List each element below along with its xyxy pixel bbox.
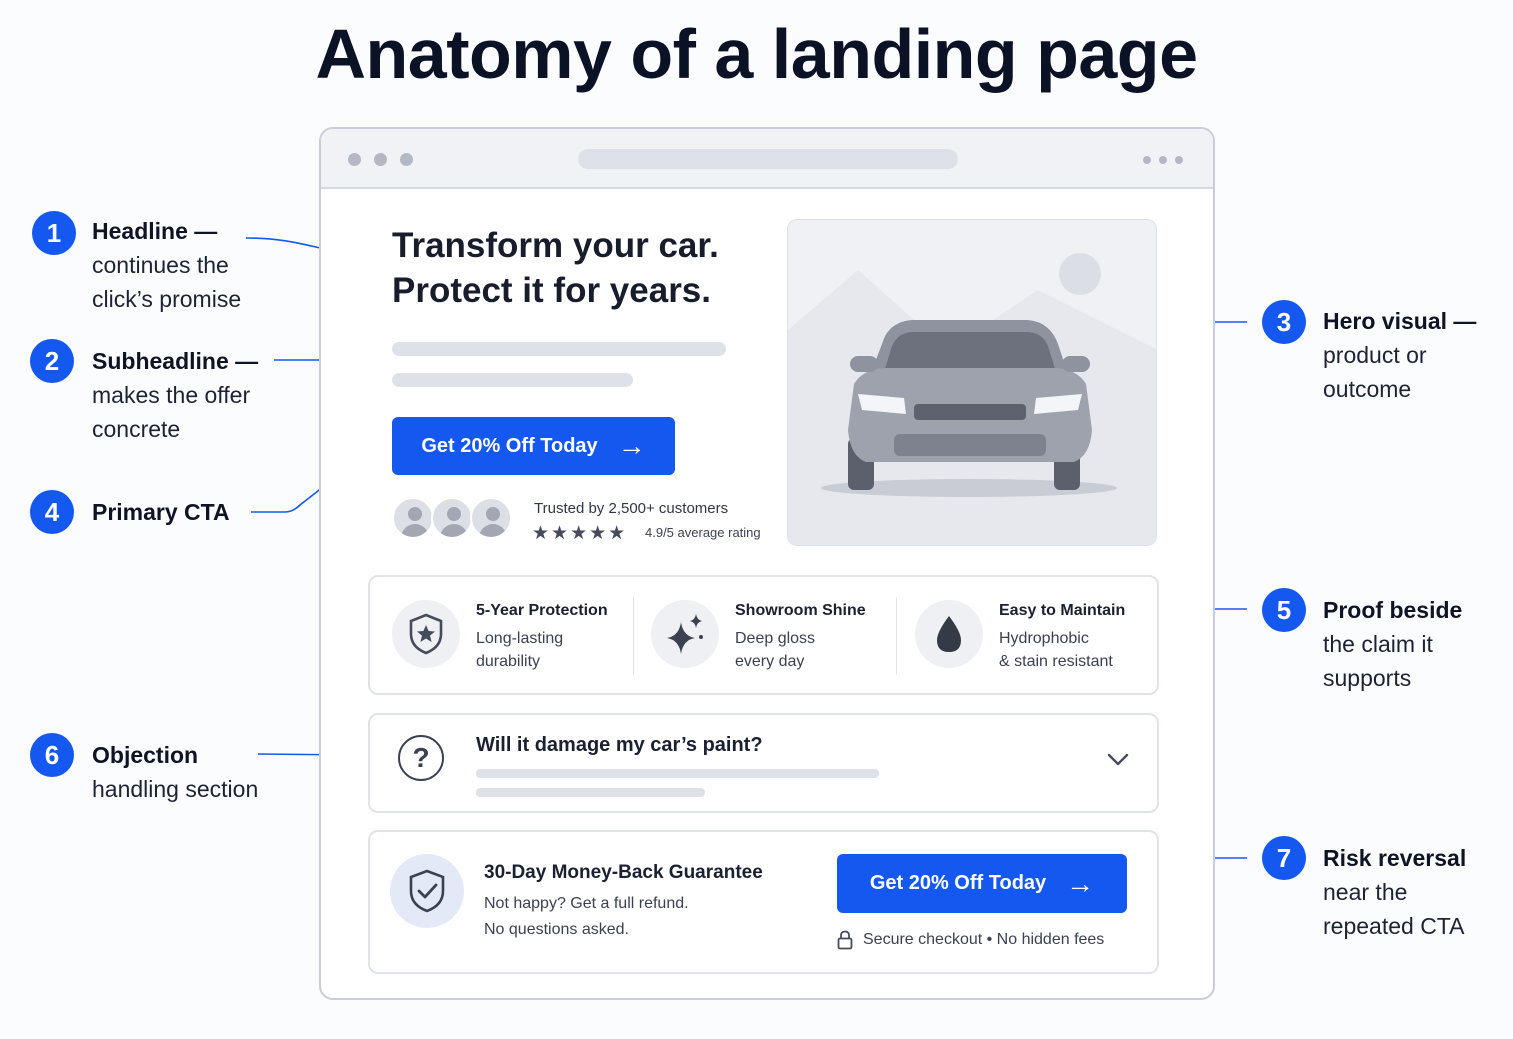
sparkle-icon xyxy=(651,600,719,668)
callout-number-7: 7 xyxy=(1262,836,1306,880)
question-icon: ? xyxy=(398,735,444,781)
arrow-right-icon: → xyxy=(617,430,646,461)
callout-headline: Headline — continues the click’s promise xyxy=(92,214,241,316)
avatar xyxy=(431,497,473,539)
divider xyxy=(633,597,634,675)
callout-desc: near the xyxy=(1323,879,1408,905)
lock-icon xyxy=(837,930,853,950)
window-control-dot[interactable] xyxy=(374,153,387,166)
guarantee-card: 30-Day Money-Back Guarantee Not happy? G… xyxy=(368,830,1159,974)
faq-card[interactable]: ? Will it damage my car’s paint? xyxy=(368,713,1159,813)
divider xyxy=(896,597,897,675)
shield-star-icon xyxy=(392,600,460,668)
callout-desc: product or xyxy=(1323,342,1427,368)
callout-number-5: 5 xyxy=(1262,588,1306,632)
car-illustration xyxy=(788,253,1156,545)
avatar xyxy=(470,497,512,539)
callout-desc: concrete xyxy=(92,416,181,442)
callout-desc: click’s promise xyxy=(92,286,242,312)
callout-label: Proof beside xyxy=(1323,597,1463,623)
browser-window: Transform your car. Protect it for years… xyxy=(319,127,1215,1000)
answer-placeholder xyxy=(476,769,879,778)
hero-headline: Transform your car. Protect it for years… xyxy=(392,226,719,310)
callout-label: Risk reversal xyxy=(1323,845,1467,871)
callout-desc: continues the xyxy=(92,252,229,278)
guarantee-description: Not happy? Get a full refund. No questio… xyxy=(484,895,689,938)
callout-subheadline: Subheadline — makes the offer concrete xyxy=(92,344,258,446)
feature-title: 5-Year Protection xyxy=(476,602,608,619)
water-drop-icon xyxy=(915,600,983,668)
more-menu-icon[interactable] xyxy=(1143,156,1151,164)
repeated-cta-button[interactable]: Get 20% Off Today → xyxy=(837,854,1127,913)
callout-label: Subheadline — xyxy=(92,348,259,374)
address-bar[interactable] xyxy=(578,149,958,169)
rating-text: 4.9/5 average rating xyxy=(645,525,761,540)
callout-primary-cta: Primary CTA xyxy=(92,495,230,529)
callout-hero-visual: Hero visual — product or outcome xyxy=(1323,304,1476,406)
callout-label: Hero visual — xyxy=(1323,308,1477,334)
callout-desc: the claim it xyxy=(1323,631,1433,657)
page-title: Anatomy of a landing page xyxy=(315,15,1198,93)
callout-number-3: 3 xyxy=(1262,300,1306,344)
callout-number-2: 2 xyxy=(30,339,74,383)
cta-label: Get 20% Off Today xyxy=(421,434,598,457)
feature-desc: Deep gloss every day xyxy=(735,630,816,670)
subheadline-placeholder xyxy=(392,373,633,387)
callout-desc: supports xyxy=(1323,665,1412,691)
faq-question: Will it damage my car’s paint? xyxy=(476,734,763,756)
window-control-dot[interactable] xyxy=(400,153,413,166)
feature-desc: Hydrophobic & stain resistant xyxy=(999,630,1113,670)
more-menu-icon[interactable] xyxy=(1175,156,1183,164)
callout-risk-reversal: Risk reversal near the repeated CTA xyxy=(1323,841,1466,943)
callout-number-6: 6 xyxy=(30,733,74,777)
chevron-down-icon[interactable] xyxy=(1106,751,1130,767)
star-rating-icon: ★★★★★ xyxy=(532,523,628,544)
browser-toolbar xyxy=(321,129,1213,189)
callout-proof: Proof beside the claim it supports xyxy=(1323,593,1462,695)
secure-text: Secure checkout • No hidden fees xyxy=(863,931,1105,948)
avatar xyxy=(392,497,434,539)
callout-desc: repeated CTA xyxy=(1323,913,1465,939)
feature-title: Showroom Shine xyxy=(735,602,866,619)
callout-objection: Objection handling section xyxy=(92,738,258,806)
callout-desc: makes the offer xyxy=(92,382,251,408)
answer-placeholder xyxy=(476,788,705,797)
callout-number-1: 1 xyxy=(32,211,76,255)
arrow-right-icon: → xyxy=(1066,867,1095,899)
cta-label: Get 20% Off Today xyxy=(869,872,1047,894)
callout-desc: handling section xyxy=(92,776,259,802)
primary-cta-button[interactable]: Get 20% Off Today → xyxy=(392,417,675,475)
secure-checkout-note: Secure checkout • No hidden fees xyxy=(837,930,1104,950)
callout-desc: outcome xyxy=(1323,376,1412,402)
callout-label: Objection xyxy=(92,742,199,768)
callout-label: Headline — xyxy=(92,218,218,244)
guarantee-title: 30-Day Money-Back Guarantee xyxy=(484,862,763,883)
more-menu-icon[interactable] xyxy=(1159,156,1167,164)
feature-title: Easy to Maintain xyxy=(999,602,1126,619)
subheadline-placeholder xyxy=(392,342,726,356)
hero-visual xyxy=(787,219,1157,546)
window-control-dot[interactable] xyxy=(348,153,361,166)
features-card: 5-Year Protection Long-lasting durabilit… xyxy=(368,575,1159,695)
callout-number-4: 4 xyxy=(30,490,74,534)
callout-label: Primary CTA xyxy=(92,499,230,525)
shield-check-icon xyxy=(390,854,464,928)
trust-text: Trusted by 2,500+ customers xyxy=(534,500,729,517)
feature-desc: Long-lasting durability xyxy=(476,630,564,670)
